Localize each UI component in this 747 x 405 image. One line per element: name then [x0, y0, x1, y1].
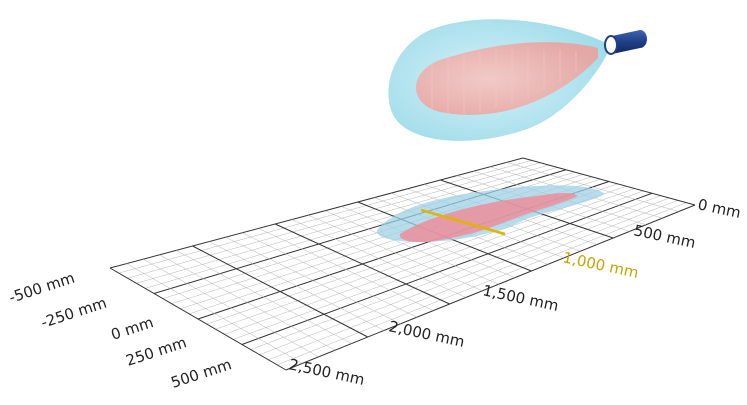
grid-major-line — [192, 245, 369, 338]
grid-major-line — [109, 157, 524, 269]
distance-label-500: 500 mm — [632, 221, 697, 252]
sensor-lens — [604, 35, 618, 55]
grid-minor-line — [233, 190, 644, 340]
beam-cone — [388, 19, 608, 141]
distance-label-2500: 2,500 mm — [287, 355, 366, 389]
sensor-device — [604, 30, 647, 55]
lateral-label-neg500: -500 mm — [7, 269, 77, 307]
distance-label-1000: 1,000 mm — [561, 248, 640, 282]
grid-major-line — [109, 267, 287, 371]
grid-minor-line — [242, 232, 417, 318]
beam-inner — [416, 42, 598, 115]
distance-label-1500: 1,500 mm — [481, 281, 560, 315]
grid-minor-line — [291, 219, 467, 298]
grid-minor-line — [127, 162, 541, 279]
grid-minor-line — [209, 241, 385, 331]
grid-major-line — [241, 192, 653, 345]
grid-minor-line — [277, 202, 687, 366]
grid-minor-line — [175, 250, 352, 344]
grid-minor-line — [215, 185, 627, 330]
ground-grid — [109, 157, 696, 371]
grid-minor-line — [250, 195, 661, 350]
grid-minor-line — [341, 206, 516, 278]
grid-minor-line — [118, 160, 532, 274]
grid-minor-line — [126, 263, 303, 364]
grid-minor-line — [268, 200, 678, 361]
grid-minor-line — [145, 167, 558, 289]
grid-major-line — [285, 204, 696, 371]
lateral-label-250: 250 mm — [124, 333, 189, 369]
grid-minor-line — [324, 210, 499, 285]
grid-minor-line — [225, 236, 401, 325]
grid-minor-line — [159, 254, 336, 351]
lateral-label-neg250: -250 mm — [39, 294, 109, 332]
lateral-label-0: 0 mm — [109, 313, 156, 344]
footprint — [376, 185, 605, 243]
grid-major-line — [522, 157, 696, 206]
grid-minor-line — [259, 197, 670, 355]
grid-major-line — [274, 223, 450, 305]
grid-minor-line — [506, 162, 679, 212]
footprint-inner — [399, 192, 578, 243]
grid-minor-line — [136, 164, 549, 284]
grid-minor-line — [142, 258, 319, 358]
distance-label-2000: 2,000 mm — [387, 317, 466, 351]
lateral-label-500: 500 mm — [169, 355, 234, 391]
grid-minor-line — [224, 188, 635, 335]
grid-minor-line — [308, 214, 483, 292]
distance-label-0: 0 mm — [696, 195, 742, 222]
range-highlight-line — [420, 208, 506, 236]
grid-minor-line — [258, 228, 434, 311]
beam-inner-stripes — [431, 50, 577, 114]
